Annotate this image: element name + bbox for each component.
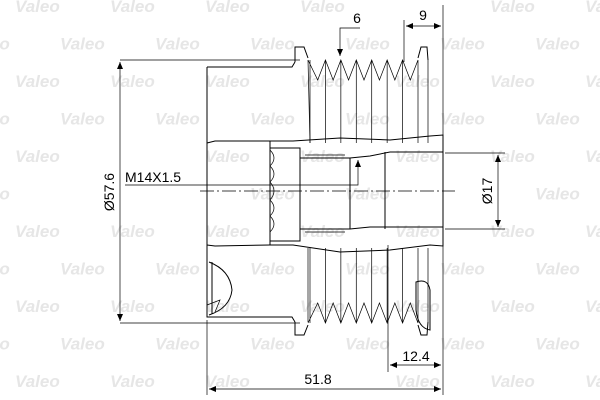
watermark-text: Valeo xyxy=(205,0,250,16)
watermark-text: Valeo xyxy=(585,147,600,166)
watermark-text: Valeo xyxy=(345,260,390,279)
bore-diameter-label: Ø17 xyxy=(479,178,495,205)
watermark-text: Valeo xyxy=(110,372,155,391)
watermark-text: Valeo xyxy=(110,297,155,316)
watermark-text: Valeo xyxy=(440,110,485,129)
watermark-text: Valeo xyxy=(250,185,295,204)
watermark-text: Valeo xyxy=(535,110,580,129)
pulley-part xyxy=(200,46,455,336)
watermark-text: Valeo xyxy=(440,335,485,354)
total-length-label: 51.8 xyxy=(304,371,331,387)
watermark-text: Valeo xyxy=(0,35,10,54)
watermark-text: Valeo xyxy=(490,147,535,166)
watermark-text: Valeo xyxy=(155,335,200,354)
watermark-text: Valeo xyxy=(440,35,485,54)
watermark-text: Valeo xyxy=(535,35,580,54)
watermark-text: Valeo xyxy=(300,297,345,316)
watermark-text: Valeo xyxy=(345,185,390,204)
watermark-text: Valeo xyxy=(60,260,105,279)
watermark-text: Valeo xyxy=(15,72,60,91)
watermark-text: Valeo xyxy=(110,72,155,91)
watermark-text: Valeo xyxy=(205,147,250,166)
watermark-text: Valeo xyxy=(205,72,250,91)
watermark-text: Valeo xyxy=(155,110,200,129)
watermark-text: Valeo xyxy=(585,222,600,241)
watermark-text: Valeo xyxy=(15,222,60,241)
watermark-text: Valeo xyxy=(250,335,295,354)
watermark-text: Valeo xyxy=(300,0,345,16)
watermark-text: Valeo xyxy=(490,297,535,316)
watermark-text: Valeo xyxy=(395,222,440,241)
watermark-text: Valeo xyxy=(585,72,600,91)
watermark-text: Valeo xyxy=(0,335,10,354)
watermark-text: Valeo xyxy=(300,72,345,91)
watermark-text: Valeo xyxy=(155,260,200,279)
thread-label: M14X1.5 xyxy=(125,169,181,185)
watermark-text: Valeo xyxy=(395,372,440,391)
watermark-text: Valeo xyxy=(345,110,390,129)
watermark-text: Valeo xyxy=(15,0,60,16)
outer-diameter-label: Ø57.6 xyxy=(101,173,117,211)
watermark-text: Valeo xyxy=(440,260,485,279)
watermark-text: Valeo xyxy=(205,222,250,241)
watermark-text: Valeo xyxy=(60,110,105,129)
watermark-text: Valeo xyxy=(155,35,200,54)
watermark-text: Valeo xyxy=(395,72,440,91)
watermark-text: Valeo xyxy=(490,0,535,16)
watermark-text: Valeo xyxy=(0,260,10,279)
watermark-text: Valeo xyxy=(205,372,250,391)
watermark-text: Valeo xyxy=(490,372,535,391)
front-offset-label: 9 xyxy=(419,7,427,23)
watermark-text: Valeo xyxy=(585,297,600,316)
watermark-text: Valeo xyxy=(15,147,60,166)
watermark-text: Valeo xyxy=(395,147,440,166)
watermark-text: Valeo xyxy=(345,335,390,354)
watermark-text: Valeo xyxy=(15,297,60,316)
watermark-text: Valeo xyxy=(345,35,390,54)
watermark-text: Valeo xyxy=(110,222,155,241)
rear-length-label: 12.4 xyxy=(402,348,429,364)
watermark-text: Valeo xyxy=(490,72,535,91)
watermark-text: Valeo xyxy=(395,297,440,316)
watermark-text: Valeo xyxy=(250,35,295,54)
watermark-text: Valeo xyxy=(535,335,580,354)
dimension-lines: Ø57.6 M14X1.5 Ø17 6 9 12.4 51.8 xyxy=(101,5,505,395)
watermark-text: Valeo xyxy=(490,222,535,241)
watermark-text: Valeo xyxy=(535,185,580,204)
watermark-text: Valeo xyxy=(0,110,10,129)
watermark-text: Valeo xyxy=(60,335,105,354)
watermark-text: Valeo xyxy=(300,222,345,241)
watermark-text: Valeo xyxy=(535,260,580,279)
watermark-text: Valeo xyxy=(585,0,600,16)
watermark-text: Valeo xyxy=(300,147,345,166)
watermark-text: Valeo xyxy=(250,110,295,129)
groove-count-label: 6 xyxy=(353,10,361,26)
watermark-text: Valeo xyxy=(60,35,105,54)
watermark-text: Valeo xyxy=(15,372,60,391)
watermark-text: Valeo xyxy=(585,372,600,391)
watermark-text: Valeo xyxy=(0,185,10,204)
watermark-text: Valeo xyxy=(250,260,295,279)
watermark-text: Valeo xyxy=(110,0,155,16)
